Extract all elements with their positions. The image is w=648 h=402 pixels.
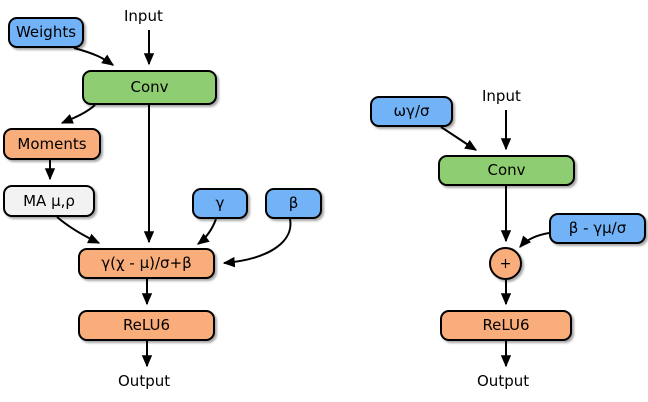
edge-scale-to-conv — [440, 126, 478, 151]
node-conv-right[interactable]: Conv — [438, 155, 575, 186]
node-moving-average[interactable]: MA μ,ρ — [3, 185, 95, 217]
node-conv-left[interactable]: Conv — [82, 70, 217, 105]
left-output-label: Output — [118, 372, 171, 390]
edge-ma-to-batchnorm — [56, 216, 101, 244]
edge-conv-to-moments — [60, 104, 96, 124]
edge-beta-to-batchnorm — [222, 218, 292, 268]
node-batchnorm-formula[interactable]: γ(χ - μ)/σ+β — [78, 248, 215, 279]
right-output-label: Output — [477, 372, 530, 390]
edge-weights-to-conv — [73, 47, 114, 66]
node-beta[interactable]: β — [265, 188, 322, 219]
node-add-operator[interactable]: + — [489, 247, 522, 280]
left-input-label: Input — [124, 7, 163, 25]
node-relu6-right[interactable]: ReLU6 — [440, 310, 572, 341]
edge-gamma-to-batchnorm — [197, 218, 217, 245]
edge-bias-to-plus — [519, 232, 550, 248]
node-moments[interactable]: Moments — [3, 128, 101, 160]
node-scale-omega-gamma-sigma[interactable]: ωγ/σ — [370, 96, 453, 127]
node-weights[interactable]: Weights — [8, 17, 84, 48]
right-input-label: Input — [482, 87, 521, 105]
node-gamma[interactable]: γ — [192, 188, 248, 219]
node-relu6-left[interactable]: ReLU6 — [78, 310, 215, 341]
node-bias-beta-gamma-mu-sigma[interactable]: β - γμ/σ — [549, 213, 646, 244]
